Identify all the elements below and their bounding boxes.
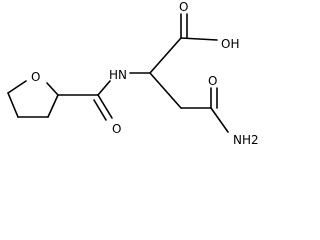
acid-carbonyl-oxygen-label: O	[179, 0, 188, 14]
amide-carbonyl-oxygen-label: O	[112, 122, 121, 136]
carboxamide-oxygen-label: O	[208, 74, 217, 88]
carboxamide-nh2-label: NH2	[233, 133, 259, 147]
amide-nh-label: HN	[109, 68, 127, 82]
bond-carbonyl-to-oxygen-double	[93, 99, 107, 121]
bond-alpha-to-carboxyl	[149, 37, 182, 74]
structural-formula-diagram: O HN O O OH O NH2	[7, 0, 259, 147]
tetrahydrofuran-ring	[7, 80, 59, 118]
ring-bond-c1-c5	[7, 92, 19, 118]
ring-oxygen-label: O	[31, 70, 40, 84]
ring-bond-c3-o	[46, 82, 59, 96]
backbone	[149, 13, 229, 133]
bond-carbonyl-to-oxygen	[97, 94, 113, 119]
bond-alpha-to-ch2	[149, 72, 182, 109]
amide-linkage	[57, 72, 151, 121]
bond-carbonyl-to-nh	[97, 80, 111, 96]
ring-bond-c4-c3	[47, 94, 59, 118]
ring-bond-c1-c2	[7, 80, 27, 94]
bond-amide-carbon-to-nh2	[210, 107, 229, 133]
acid-hydroxyl-label: OH	[221, 37, 239, 51]
atom-labels: O HN O O OH O NH2	[31, 0, 259, 147]
